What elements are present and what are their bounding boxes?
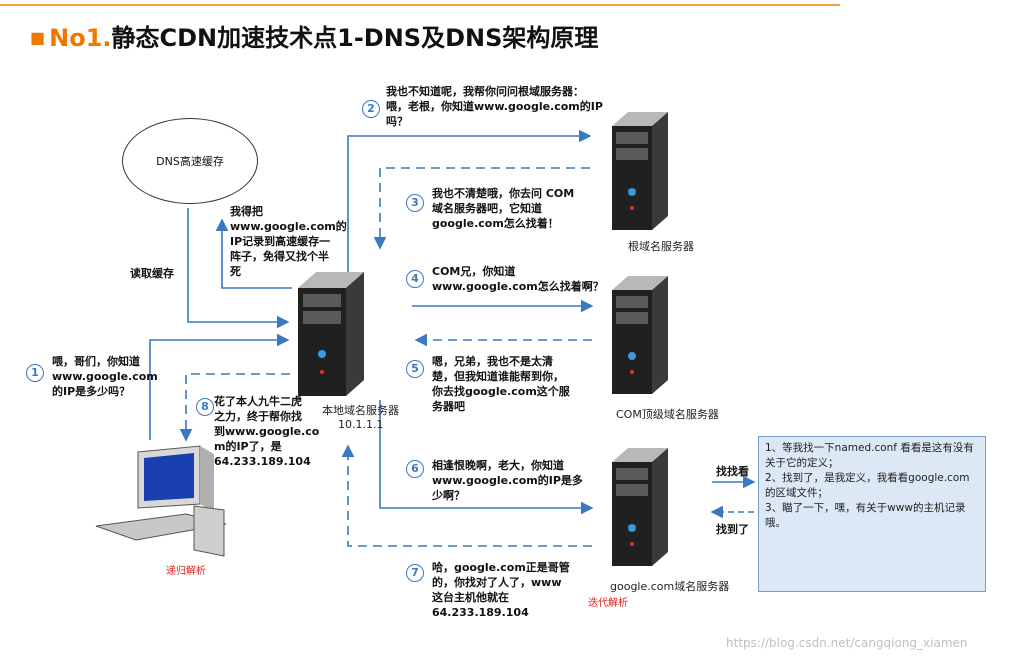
step-6-line: 相逢恨晚啊，老大，你知道 xyxy=(432,459,564,472)
step-5-line: 楚，但我知道谁能帮到你， xyxy=(432,370,564,383)
arrow-step2 xyxy=(347,129,592,290)
dns-cache-label: DNS高速缓存 xyxy=(156,155,224,168)
step-4-badge: 4 xyxy=(406,270,424,288)
google-server-icon xyxy=(612,448,668,566)
root-server-label: 根域名服务器 xyxy=(628,240,694,253)
com-server-label: COM顶级域名服务器 xyxy=(616,408,719,421)
step-7-badge: 7 xyxy=(406,564,424,582)
step-8-badge: 8 xyxy=(196,398,214,416)
iterative-label: 迭代解析 xyxy=(588,598,628,609)
lookup-note: 1、等我找一下named.conf 看看是这有没有关于它的定义； 2、找到了，是… xyxy=(758,436,986,592)
com-server-icon xyxy=(612,276,668,394)
local-server-label: 本地域名服务器 xyxy=(322,404,399,417)
step-2-badge: 2 xyxy=(362,100,380,118)
step-3-text: 我也不清楚哦，你去问 COM 域名服务器吧，它知道 google.com怎么找着… xyxy=(432,186,574,231)
step-8-line: 之力，终于帮你找 xyxy=(214,410,302,423)
step-7-text: 哈，google.com正是哥管 的，你找对了人了，www 这台主机他就在 64… xyxy=(432,560,570,620)
step-5-badge: 5 xyxy=(406,360,424,378)
page-title: ■No1.静态CDN加速技术点1-DNS及DNS架构原理 xyxy=(30,18,598,53)
arrow-step6 xyxy=(379,400,594,515)
read-cache-label: 读取缓存 xyxy=(130,267,174,280)
title-bullet: ■ xyxy=(30,28,46,47)
step-8-line: 64.233.189.104 xyxy=(214,455,311,468)
dns-cache-node: DNS高速缓存 xyxy=(122,118,258,204)
step-6-line: www.google.com的IP是多 xyxy=(432,474,583,487)
step-8-line: m的IP了，是 xyxy=(214,440,282,453)
step-3-line: 我也不清楚哦，你去问 COM xyxy=(432,187,575,200)
step-4-line: www.google.com怎么找着啊？ xyxy=(432,280,604,293)
note-line: 3、瞄了一下，嘿，有关于www的主机记录哦。 xyxy=(765,502,966,529)
save-cache-text: 我得把 www.google.com的 IP记录到高速缓存一 阵子，免得又找个半… xyxy=(230,204,347,279)
step-7-line: 哈，google.com正是哥管 xyxy=(432,561,570,574)
arrow-step3 xyxy=(373,167,590,250)
step-4-line: COM兄，你知道 xyxy=(432,265,516,278)
step-1-badge: 1 xyxy=(26,364,44,382)
step-6-badge: 6 xyxy=(406,460,424,478)
step-7-line: 这台主机他就在 xyxy=(432,591,509,604)
google-server-label: google.com域名服务器 xyxy=(610,580,730,593)
top-rule xyxy=(0,4,840,6)
recursive-label: 递归解析 xyxy=(166,566,206,577)
step-3-line: 域名服务器吧，它知道 xyxy=(432,202,542,215)
client-computer-icon xyxy=(95,445,227,557)
step-6-text: 相逢恨晚啊，老大，你知道 www.google.com的IP是多 少啊？ xyxy=(432,458,583,503)
find-label: 找找看 xyxy=(716,465,749,478)
step-2-line: 吗？ xyxy=(386,115,408,128)
step-2-line: 喂，老根，你知道www.google.com的IP xyxy=(386,100,603,113)
step-1-line: 的IP是多少吗？ xyxy=(52,385,131,398)
step-6-line: 少啊？ xyxy=(432,489,465,502)
step-1-line: www.google.com xyxy=(52,370,158,383)
step-7-line: 的，你找对了人了，www xyxy=(432,576,562,589)
arrow-step8 xyxy=(179,373,290,442)
save-cache-line: IP记录到高速缓存一 xyxy=(230,235,331,248)
step-5-text: 嗯，兄弟，我也不是太清 楚，但我知道谁能帮到你， 你去找google.com这个… xyxy=(432,354,570,414)
step-8-line: 花了本人九牛二虎 xyxy=(214,395,302,408)
root-server-icon xyxy=(612,112,668,230)
step-8-line: 到www.google.co xyxy=(214,425,320,438)
step-5-line: 嗯，兄弟，我也不是太清 xyxy=(432,355,553,368)
note-line: 2、找到了，是我定义，我看看google.com的区域文件； xyxy=(765,472,970,499)
arrow-step1 xyxy=(149,333,290,440)
step-8-text: 花了本人九牛二虎 之力，终于帮你找 到www.google.co m的IP了，是… xyxy=(214,394,319,469)
arrow-read-cache xyxy=(187,208,290,329)
step-4-text: COM兄，你知道 www.google.com怎么找着啊？ xyxy=(432,264,604,294)
step-3-badge: 3 xyxy=(406,194,424,212)
save-cache-line: 我得把 xyxy=(230,205,263,218)
save-cache-line: 阵子，免得又找个半 xyxy=(230,250,329,263)
title-text: 静态CDN加速技术点1-DNS及DNS架构原理 xyxy=(111,24,599,52)
step-7-line: 64.233.189.104 xyxy=(432,606,529,619)
local-server-ip: 10.1.1.1 xyxy=(338,418,384,431)
local-server-icon xyxy=(298,272,364,396)
arrow-save-cache xyxy=(215,218,292,289)
step-5-line: 你去找google.com这个服 xyxy=(432,385,570,398)
found-label: 找到了 xyxy=(716,523,749,536)
arrow-step7 xyxy=(341,444,592,547)
save-cache-line: www.google.com的 xyxy=(230,220,347,233)
note-line: 1、等我找一下named.conf 看看是这有没有关于它的定义； xyxy=(765,442,974,469)
watermark: https://blog.csdn.net/cangqiong_xiamen xyxy=(726,636,968,650)
step-2-text: 我也不知道呢，我帮你问问根域服务器： 喂，老根，你知道www.google.co… xyxy=(386,84,603,129)
step-1-text: 喂，哥们，你知道 www.google.com 的IP是多少吗？ xyxy=(52,354,158,399)
title-number: No1. xyxy=(49,24,112,52)
step-3-line: google.com怎么找着！ xyxy=(432,217,559,230)
step-5-line: 务器吧 xyxy=(432,400,465,413)
step-1-line: 喂，哥们，你知道 xyxy=(52,355,140,368)
step-2-line: 我也不知道呢，我帮你问问根域服务器： xyxy=(386,85,584,98)
save-cache-line: 死 xyxy=(230,265,241,278)
